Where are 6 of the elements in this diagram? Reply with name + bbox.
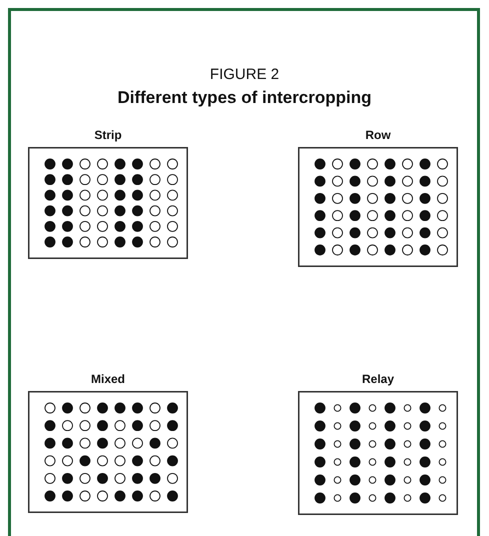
panel-heading: Strip [93, 128, 123, 142]
figure-title: Different types of intercropping [116, 88, 373, 108]
panel-heading: Mixed [90, 372, 126, 386]
panel-heading: Row [364, 128, 392, 142]
figure-number: FIGURE 2 [208, 66, 280, 83]
panel-heading: Relay [360, 372, 396, 386]
